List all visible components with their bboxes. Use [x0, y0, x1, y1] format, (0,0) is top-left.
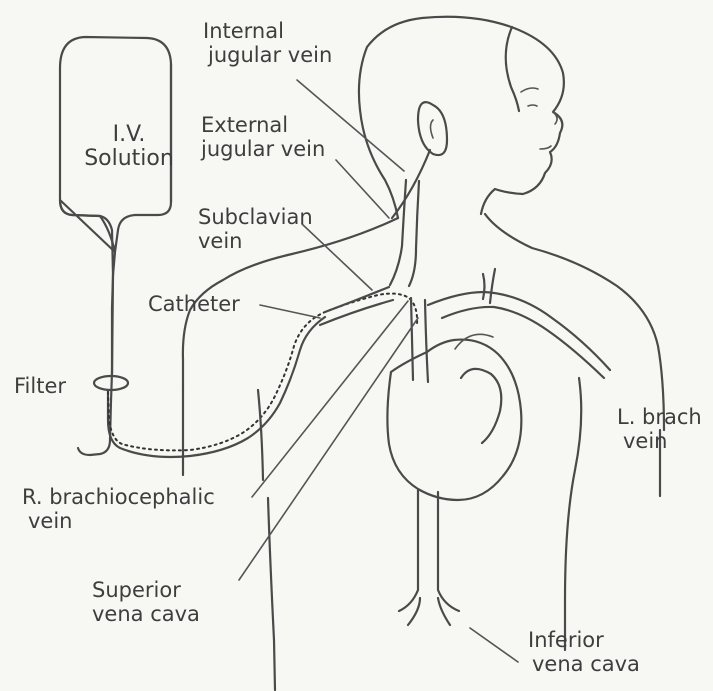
internal-jugular-line-2: jugular vein: [208, 43, 332, 67]
right-subclavian-vein: [320, 287, 393, 325]
heart-outline: [387, 340, 521, 500]
leader-catheter: [260, 305, 320, 318]
external-jugular-line-1: External: [201, 113, 325, 137]
hair-line: [506, 27, 519, 111]
r-brachiocephalic-line-1: R. brachiocephalic: [22, 485, 215, 509]
iv-label-line-1: I.V.: [98, 123, 160, 147]
l-brach-label: L. brach vein: [617, 405, 702, 453]
ear-inner: [431, 120, 434, 138]
superior-vena-cava-line-2: vena cava: [92, 602, 200, 626]
eye-brow: [521, 88, 538, 92]
inferior-vena-cava-line-2: vena cava: [532, 652, 640, 676]
external-jugular-vein: [392, 150, 430, 218]
left-torso-line: [565, 378, 581, 650]
external-jugular-label: External jugular vein: [201, 113, 325, 161]
r-brachiocephalic-label: R. brachiocephalic vein: [22, 485, 215, 533]
left-neck-vein: [483, 269, 495, 303]
iv-bag: [60, 37, 171, 455]
subclavian-line-2: vein: [198, 229, 313, 253]
leader-ivc: [470, 628, 518, 662]
inferior-vena-cava: [399, 490, 459, 625]
external-jugular-line-2: jugular vein: [201, 137, 325, 161]
l-brach-line-1: L. brach: [617, 405, 702, 429]
superior-vena-cava-label: Superior vena cava: [92, 578, 200, 626]
subclavian-label: Subclavian vein: [198, 205, 313, 253]
catheter-text: Catheter: [148, 292, 240, 316]
internal-jugular-line-1: Internal: [203, 19, 332, 43]
l-brach-line-2: vein: [623, 429, 702, 453]
left-neck-shoulder: [485, 214, 664, 430]
iv-solution-label: I.V. Solution: [98, 123, 160, 171]
iv-tube-upper: [112, 275, 113, 375]
internal-jugular-label: Internal jugular vein: [203, 19, 332, 67]
catheter-label: Catheter: [148, 292, 240, 316]
head-outline: [359, 17, 564, 218]
iv-label-line-2: Solution: [72, 147, 186, 171]
subclavian-line-1: Subclavian: [198, 205, 313, 229]
filter-text: Filter: [14, 374, 66, 398]
leader-svc: [239, 318, 418, 580]
left-brachiocephalic-vein: [428, 292, 610, 378]
heart-atrium: [461, 369, 501, 443]
mouth: [540, 146, 551, 149]
superior-vena-cava: [411, 298, 428, 382]
leader-external-jugular: [336, 160, 389, 218]
superior-vena-cava-line-1: Superior: [92, 578, 200, 602]
ear-outline: [418, 102, 447, 155]
r-brachiocephalic-line-2: vein: [28, 509, 215, 533]
iv-tube-lower: [108, 317, 325, 457]
inferior-vena-cava-label: Inferior vena cava: [528, 628, 640, 676]
eye: [528, 105, 537, 106]
internal-jugular-vein: [390, 180, 419, 286]
filter-label: Filter: [14, 374, 66, 398]
inferior-vena-cava-line-1: Inferior: [528, 628, 640, 652]
leader-rbrachiocephalic: [252, 301, 408, 497]
